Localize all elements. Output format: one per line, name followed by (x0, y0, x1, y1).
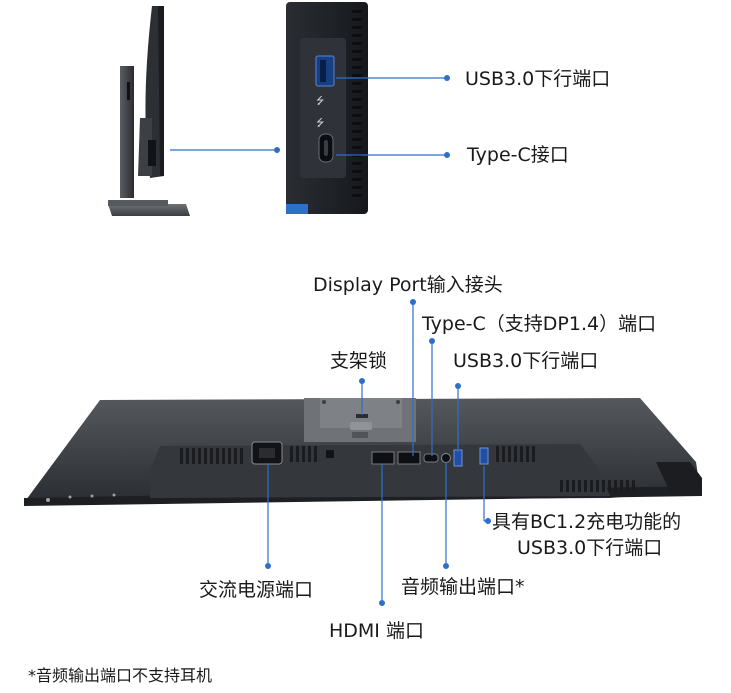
svg-text:⭍: ⭍ (316, 95, 324, 107)
usb-top-label: USB3.0下行端口 (465, 68, 611, 90)
displayport-label: Display Port输入接头 (313, 274, 503, 296)
bc12-label-line1: 具有BC1.2充电功能的 (492, 511, 682, 533)
usb-rear-label: USB3.0下行端口 (453, 350, 599, 372)
typec-dp-label: Type-C（支持DP1.4）端口 (422, 313, 657, 335)
footnote: *音频输出端口不支持耳机 (28, 666, 213, 685)
typec-top-label: Type-C接口 (467, 144, 569, 166)
monitor-rear-view (24, 398, 702, 506)
audio-out-label: 音频输出端口* (401, 576, 525, 598)
rear-leaders (265, 299, 491, 606)
port-closeup: ⭍ ⭍ (286, 2, 368, 214)
power-port-label: 交流电源端口 (199, 579, 314, 601)
hdmi-port-label: HDMI 端口 (329, 620, 424, 642)
stand-lock-label: 支架锁 (330, 350, 388, 372)
svg-text:⭍: ⭍ (316, 117, 324, 129)
bc12-label-line2: USB3.0下行端口 (517, 537, 663, 559)
monitor-side-view (108, 6, 190, 216)
